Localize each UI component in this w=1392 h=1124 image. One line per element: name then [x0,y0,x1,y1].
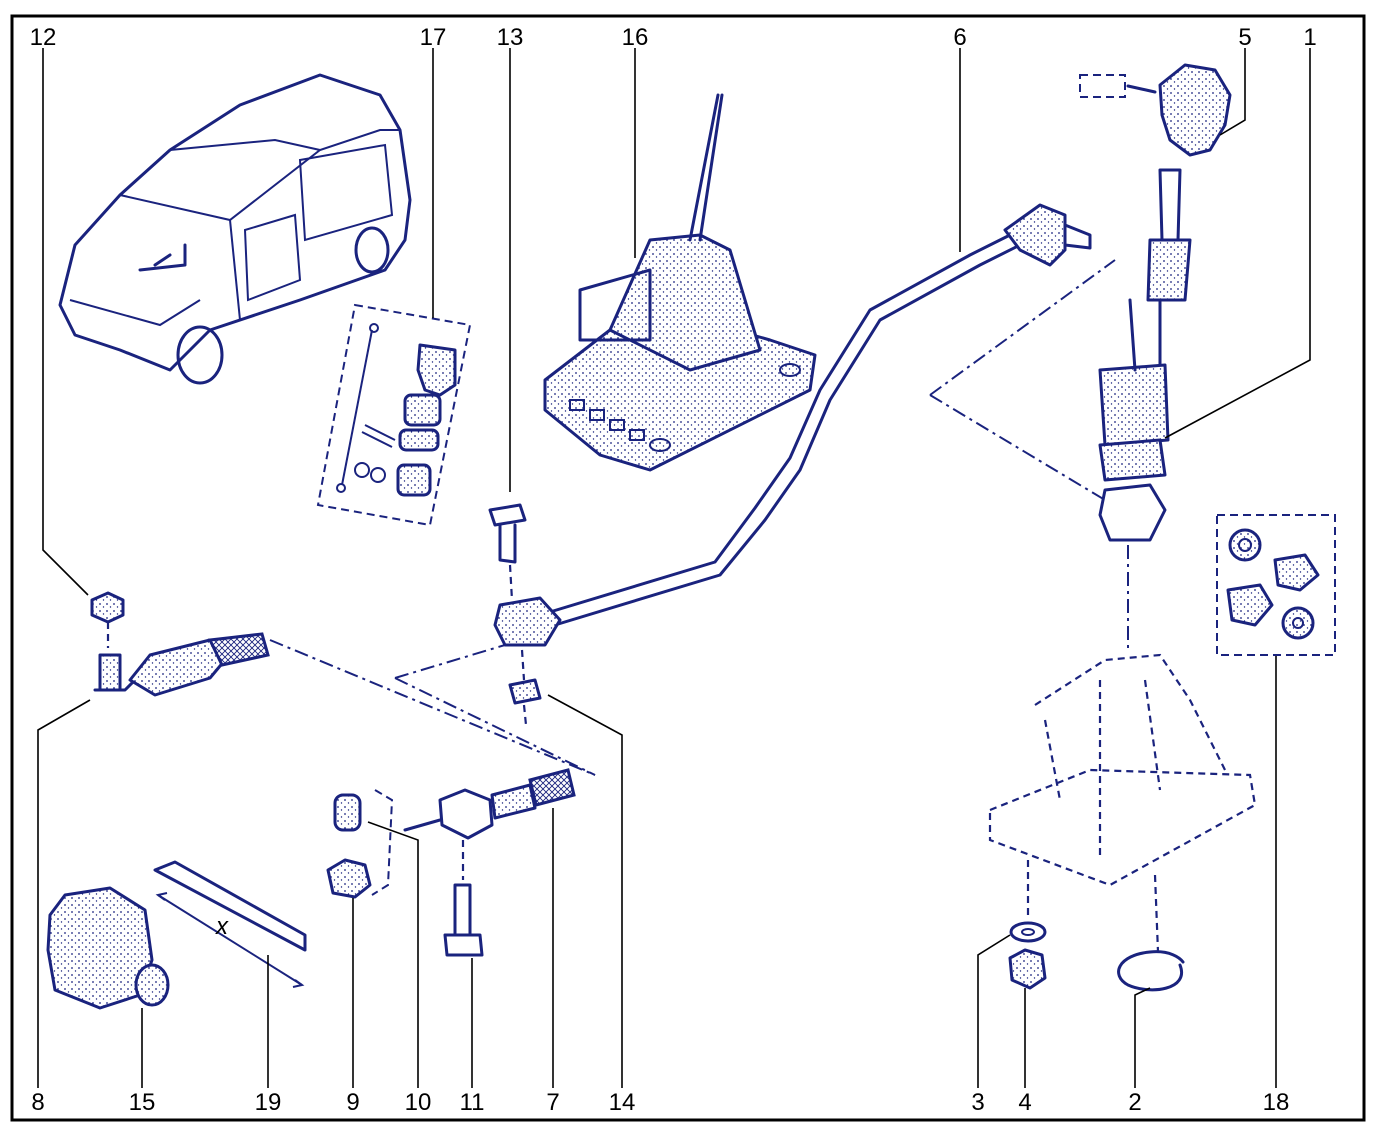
dimension-label-x: x [215,913,229,940]
bush-14 [508,649,542,705]
callout-2: 2 [1128,1089,1141,1116]
diagram-frame [10,14,1366,1122]
callout-5: 5 [1238,24,1251,51]
callout-1: 1 [1303,24,1316,51]
housing-outline-dashed [929,259,1257,887]
leader-lines [37,48,1311,1088]
bush-kit-18 [1216,514,1336,656]
callout-9: 9 [346,1089,359,1116]
gear-lever-assembly-1 [1098,168,1192,650]
circlip-2 [1117,874,1185,992]
control-rod-6 [493,203,1092,647]
ball-joint-8 [93,632,270,697]
callout-3: 3 [971,1089,984,1116]
callout-15: 15 [129,1089,156,1116]
bolt-11 [443,840,484,957]
callout-8: 8 [31,1089,44,1116]
callout-16: 16 [622,24,649,51]
callout-11: 11 [460,1089,485,1116]
repair-kit-17 [316,303,472,527]
vehicle-illustration [58,73,412,385]
stud-12 [90,591,125,648]
callout-10: 10 [405,1089,432,1116]
nut-4 [1008,948,1047,990]
washer-3 [1009,860,1047,943]
gear-knob-5 [1079,63,1232,157]
callout-labels: 12 17 13 16 6 5 1 8 15 19 9 10 11 7 14 3… [30,24,1317,1116]
assembly-axis-lines [269,639,596,776]
bolt-13 [488,503,527,601]
callout-17: 17 [420,24,447,51]
gear-lever-housing-16 [543,93,817,472]
ball-socket-7 [403,768,576,840]
callout-12: 12 [30,24,57,51]
callout-13: 13 [497,24,524,51]
cable-tie-19 [153,860,307,988]
callout-18: 18 [1263,1089,1290,1116]
boot-15 [46,886,170,1010]
callout-6: 6 [953,24,966,51]
callout-7: 7 [546,1089,559,1116]
nut-9 [326,858,372,899]
callout-4: 4 [1018,1089,1031,1116]
callout-14: 14 [609,1089,636,1116]
spacer-10 [333,789,394,896]
callout-19: 19 [255,1089,282,1116]
